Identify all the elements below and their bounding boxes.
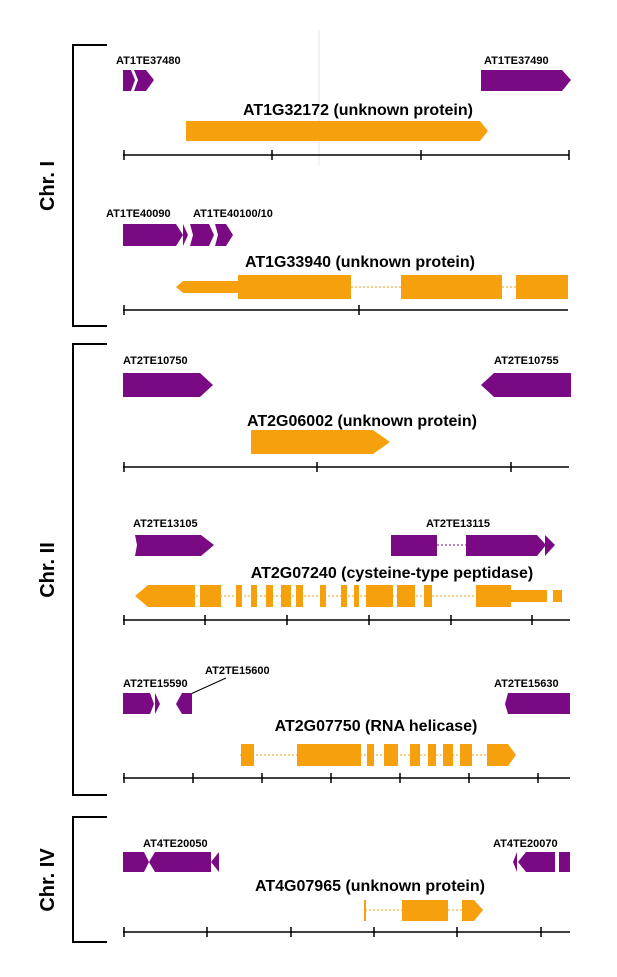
gene-model xyxy=(296,585,303,607)
te-element xyxy=(481,70,571,91)
te-label: AT1TE37490 xyxy=(484,55,549,67)
gene-model xyxy=(236,585,242,607)
gene-label: AT2G07750 (RNA helicase) xyxy=(275,718,478,735)
chr-label-3: Chr. IV xyxy=(37,848,59,912)
te-element xyxy=(155,693,160,714)
locus-at4g07965: AT4TE20050 AT4TE20070 AT4G07965 (unknown… xyxy=(123,838,570,937)
gene-model xyxy=(176,281,238,293)
scale-ruler xyxy=(123,927,570,937)
te-element xyxy=(559,852,570,872)
gene-model xyxy=(251,430,390,454)
chr-bracket-2: Chr. II xyxy=(37,343,107,796)
te-element xyxy=(123,693,154,714)
locus-at2g07750: AT2TE15590 AT2TE15600 AT2TE15630 AT2G077… xyxy=(123,665,570,783)
te-label: AT2TE10755 xyxy=(494,355,559,367)
te-element xyxy=(391,535,437,556)
gene-model xyxy=(241,744,254,766)
te-element xyxy=(123,852,149,872)
gene-model xyxy=(397,585,415,607)
gene-model xyxy=(443,744,453,766)
chr-label-2: Chr. II xyxy=(37,542,59,598)
te-element xyxy=(135,535,214,556)
gene-label: AT2G06002 (unknown protein) xyxy=(247,413,477,430)
te-element xyxy=(513,852,517,872)
te-element xyxy=(545,535,555,556)
gene-model xyxy=(424,585,432,607)
te-element xyxy=(481,373,571,397)
te-label: AT1TE37480 xyxy=(116,55,181,67)
te-label: AT2TE13105 xyxy=(133,518,198,530)
te-label: AT2TE15590 xyxy=(123,678,188,690)
locus-at2g07240: AT2TE13105 AT2TE13115 AT2G07240 (cystein… xyxy=(123,518,570,625)
gene-model xyxy=(238,275,351,299)
te-element xyxy=(211,852,219,872)
te-label: AT2TE13115 xyxy=(426,518,490,530)
gene-model xyxy=(354,585,359,607)
gene-model xyxy=(186,121,488,141)
scale-ruler xyxy=(123,305,568,315)
gene-model xyxy=(266,585,273,607)
te-element xyxy=(134,70,154,91)
te-element xyxy=(466,535,546,556)
te-label: AT2TE15600 xyxy=(205,665,270,677)
gene-model xyxy=(251,585,257,607)
gene-model xyxy=(320,585,326,607)
gene-label: AT2G07240 (cysteine-type peptidase) xyxy=(251,565,533,582)
te-label: AT2TE10750 xyxy=(123,355,188,367)
gene-model xyxy=(487,744,516,766)
gene-model xyxy=(297,744,361,766)
gene-model xyxy=(462,900,483,921)
te-element xyxy=(190,224,214,246)
gene-model xyxy=(516,275,568,299)
gene-model xyxy=(553,590,562,602)
te-element xyxy=(123,373,213,397)
scale-ruler xyxy=(123,462,569,472)
scale-ruler xyxy=(123,773,570,783)
chr-bracket-4: Chr. IV xyxy=(37,816,107,943)
gene-model xyxy=(281,585,291,607)
te-element xyxy=(123,224,183,246)
locus-at1g32172: AT1TE37480 AT1TE37490 AT1G32172 (unknown… xyxy=(116,55,571,160)
gene-label: AT4G07965 (unknown protein) xyxy=(255,878,485,895)
gene-model xyxy=(401,275,502,299)
gene-model xyxy=(341,585,347,607)
locus-at1g33940: AT1TE40090 AT1TE40100/10 AT1G33940 (unkn… xyxy=(106,208,568,315)
te-element xyxy=(215,224,233,246)
gene-label: AT1G33940 (unknown protein) xyxy=(245,254,475,271)
gene-model xyxy=(402,900,448,921)
te-label: AT1TE40100/10 xyxy=(193,208,273,220)
scale-ruler xyxy=(123,150,570,160)
gene-model xyxy=(460,744,472,766)
gene-model xyxy=(366,585,393,607)
te-label: AT2TE15630 xyxy=(494,678,559,690)
te-element xyxy=(505,693,570,714)
gene-model xyxy=(410,744,420,766)
chr-bracket-1: Chr. I xyxy=(37,44,107,327)
gene-model xyxy=(367,744,374,766)
gene-model xyxy=(476,585,511,607)
te-element xyxy=(123,70,135,91)
chr-label-1: Chr. I xyxy=(37,161,59,211)
scale-ruler xyxy=(123,615,570,625)
gene-model xyxy=(384,744,398,766)
te-label: AT1TE40090 xyxy=(106,208,171,220)
te-label: AT4TE20050 xyxy=(143,838,208,850)
te-element xyxy=(183,224,188,246)
locus-at2g06002: AT2TE10750 AT2TE10755 AT2G06002 (unknown… xyxy=(123,355,571,472)
gene-model xyxy=(200,585,221,607)
te-element xyxy=(518,852,555,872)
te-label: AT4TE20070 xyxy=(493,838,558,850)
gene-label: AT1G32172 (unknown protein) xyxy=(243,102,473,119)
te-element xyxy=(149,852,211,872)
te-element xyxy=(176,693,192,714)
gene-model xyxy=(511,590,547,602)
gene-model xyxy=(428,744,436,766)
gene-model xyxy=(135,585,195,607)
